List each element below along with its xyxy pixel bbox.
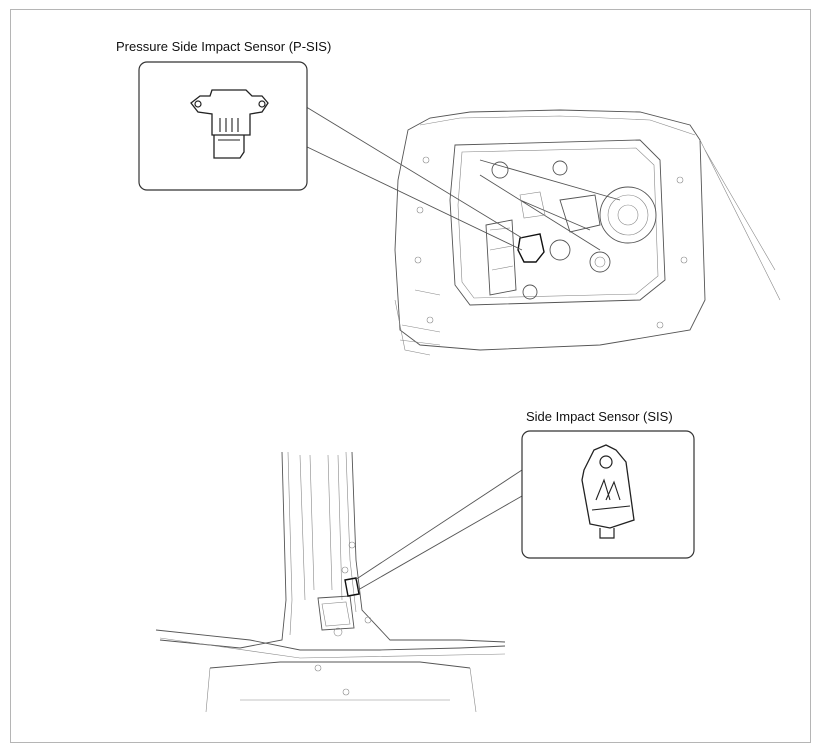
sis-leader-bottom [357,495,523,591]
psis-leader-bottom [302,144,523,251]
psis-label: Pressure Side Impact Sensor (P-SIS) [116,39,332,54]
door-panel-drawing [394,109,781,356]
psis-inset-box [138,61,308,191]
diagram-frame [10,9,811,743]
sis-label: Side Impact Sensor (SIS) [526,409,673,424]
psis-leader-top [302,104,523,239]
sis-sensor-icon [581,444,635,539]
psis-sensor-icon [190,89,269,159]
sis-leader-top [354,469,523,581]
b-pillar-drawing [155,451,506,713]
sis-inset-box [521,430,695,559]
